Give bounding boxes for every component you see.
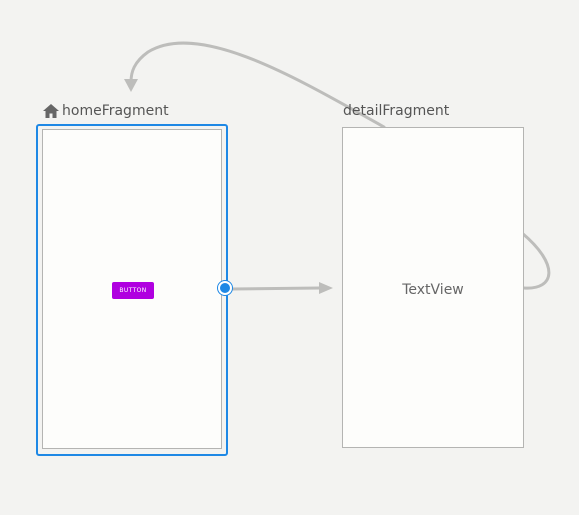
- home-fragment-label: homeFragment: [42, 103, 169, 119]
- action-detail-to-home-arrowhead: [124, 79, 138, 92]
- action-anchor-handle[interactable]: [218, 281, 232, 295]
- detail-fragment-screen[interactable]: [342, 127, 524, 448]
- detail-fragment-label: detailFragment: [343, 103, 450, 119]
- detail-fragment-textview: TextView: [402, 282, 464, 298]
- action-home-to-detail-arrowhead: [319, 282, 333, 294]
- home-fragment-name: homeFragment: [62, 103, 169, 119]
- home-fragment-button: BUTTON: [112, 282, 154, 299]
- home-icon: [43, 104, 59, 118]
- action-home-to-detail[interactable]: [230, 286, 322, 291]
